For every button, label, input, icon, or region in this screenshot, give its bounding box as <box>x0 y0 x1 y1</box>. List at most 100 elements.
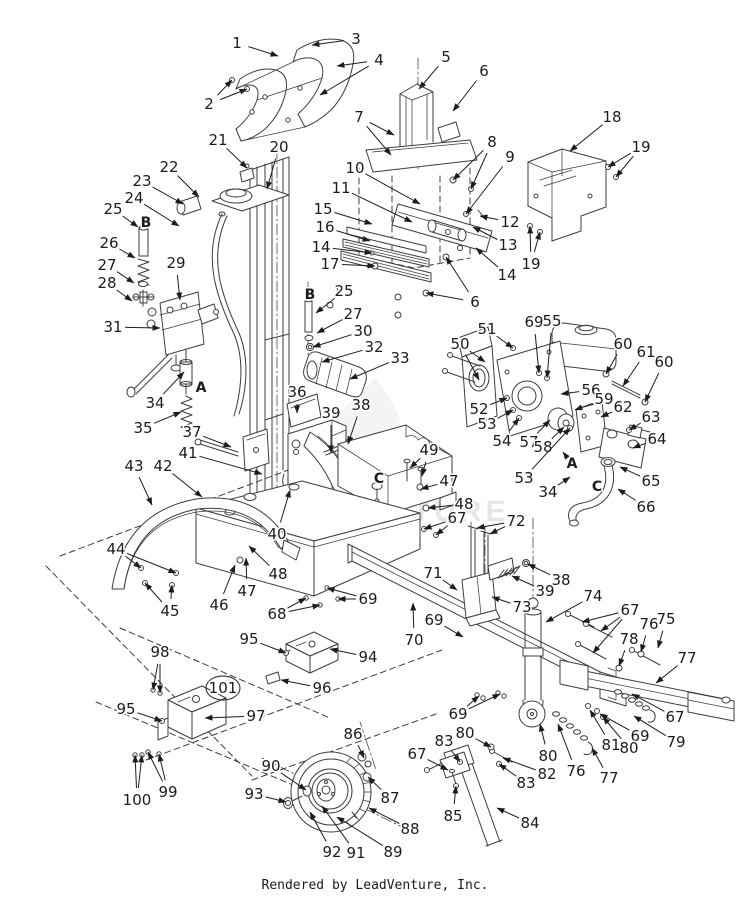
leader-line <box>435 525 449 536</box>
part-number: 37 <box>182 423 201 441</box>
part-number: 38 <box>551 571 570 589</box>
leader-line <box>124 324 161 331</box>
part-number: 80 <box>619 739 638 757</box>
part-number: 10 <box>345 159 364 177</box>
leader-line <box>444 625 464 638</box>
part-number: 96 <box>312 679 331 697</box>
part-number: 69 <box>424 611 443 629</box>
part-number: 8 <box>487 133 497 151</box>
cylinder-assembly <box>303 297 367 398</box>
leader-line <box>490 397 508 406</box>
part-number: 84 <box>520 814 539 832</box>
part-number: 73 <box>512 598 531 616</box>
part-number: 83 <box>516 774 535 792</box>
leader-line <box>557 723 573 760</box>
leader-line <box>511 575 535 587</box>
leader-line <box>442 579 458 591</box>
leader-line <box>147 751 164 782</box>
leader-line <box>329 647 357 655</box>
part-number: 68 <box>267 605 286 623</box>
leader-line <box>425 291 464 301</box>
part-number: 31 <box>103 318 122 336</box>
leader-line <box>368 807 400 824</box>
part-number: 48 <box>268 565 287 583</box>
leader-line <box>336 816 384 847</box>
leader-line <box>349 362 390 380</box>
leader-line <box>452 785 459 805</box>
leader-line <box>243 557 250 580</box>
part-number: 77 <box>677 649 696 667</box>
leader-line <box>125 555 142 569</box>
part-number: 82 <box>537 765 556 783</box>
leader-line <box>615 155 634 178</box>
leader-line <box>280 678 311 687</box>
part-number: 3 <box>351 30 361 48</box>
leader-line <box>132 754 139 789</box>
part-number: 50 <box>450 335 469 353</box>
leader-line <box>336 61 368 68</box>
leader-line <box>452 80 477 112</box>
part-number: 91 <box>346 844 365 862</box>
part-number: 85 <box>443 807 462 825</box>
part-number: 32 <box>364 338 383 356</box>
part-number: 36 <box>287 383 306 401</box>
leader-line <box>321 349 363 363</box>
leader-line <box>544 332 552 379</box>
leader-line <box>562 451 570 460</box>
part-number: 27 <box>97 256 116 274</box>
slide-plate <box>391 203 493 253</box>
leader-line <box>168 584 175 600</box>
leader-line <box>502 757 536 771</box>
part-number: 15 <box>313 200 332 218</box>
leader-line <box>126 553 177 574</box>
leader-line <box>410 602 417 629</box>
part-number: 77 <box>599 769 618 787</box>
part-number: 39 <box>535 582 554 600</box>
part-number: 61 <box>636 343 655 361</box>
leader-line <box>631 693 665 712</box>
reference-letter: B <box>305 287 316 303</box>
part-number: 43 <box>124 457 143 475</box>
part-number: 59 <box>594 390 613 408</box>
leader-line <box>116 289 133 302</box>
leader-line <box>533 231 541 253</box>
leader-line <box>633 715 667 737</box>
part-number: 67 <box>447 509 466 527</box>
part-number: 39 <box>321 404 340 422</box>
part-number: 65 <box>641 472 660 490</box>
leader-line <box>472 226 498 240</box>
leader-line <box>476 522 505 530</box>
carriage-bracket <box>194 393 322 472</box>
leader-line <box>632 442 646 449</box>
part-number: 80 <box>538 747 557 765</box>
leader-line <box>357 744 365 759</box>
part-number: 19 <box>631 138 650 156</box>
leader-line <box>137 754 145 789</box>
leader-line <box>536 419 551 434</box>
leader-line <box>418 65 439 90</box>
drawbar-hitch <box>489 611 735 763</box>
part-number: 70 <box>404 631 423 649</box>
part-number: 24 <box>124 189 143 207</box>
part-number: 21 <box>208 131 227 149</box>
part-number: 86 <box>343 725 362 743</box>
leader-line <box>655 665 679 684</box>
coupler-boxes <box>157 631 339 741</box>
part-number: 67 <box>407 745 426 763</box>
leader-line <box>557 476 571 486</box>
leader-line <box>427 504 453 511</box>
leader-line <box>427 759 449 771</box>
leader-line <box>465 166 504 215</box>
leader-line <box>538 723 546 745</box>
part-number: 34 <box>145 394 164 412</box>
part-number: 1 <box>232 34 242 52</box>
spring-rod-assembly <box>179 349 193 431</box>
handle-bracket-assembly <box>235 38 355 142</box>
leader-line <box>600 616 621 632</box>
part-number: 88 <box>400 820 419 838</box>
part-number: 25 <box>103 200 122 218</box>
leader-line <box>468 693 501 710</box>
part-number: 93 <box>244 785 263 803</box>
part-number: 14 <box>497 266 516 284</box>
part-number: 26 <box>99 234 118 252</box>
